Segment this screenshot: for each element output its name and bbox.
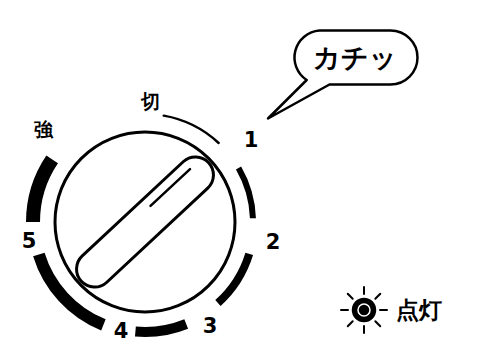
lamp-label: 点灯 <box>396 299 442 322</box>
dial-mark: 強 <box>34 120 53 139</box>
knob-outline <box>55 132 235 312</box>
dial-mark: 2 <box>266 232 281 253</box>
dial-mark: 4 <box>114 321 129 342</box>
knob-pointer <box>69 150 221 295</box>
dial-mark: 3 <box>203 316 218 337</box>
scale-arc <box>33 159 52 222</box>
speech-bubble: カチッ <box>291 29 419 86</box>
lamp-symbol <box>353 299 375 321</box>
lamp-rays <box>341 287 387 333</box>
dial-mark: 5 <box>22 231 37 252</box>
dial-mark: 1 <box>244 130 259 151</box>
dial-mark: 切 <box>141 92 160 111</box>
sound-effect: カチッ <box>313 44 397 71</box>
dial-scale <box>33 116 253 332</box>
scale-arc <box>135 324 186 332</box>
scale-arc <box>239 168 253 218</box>
